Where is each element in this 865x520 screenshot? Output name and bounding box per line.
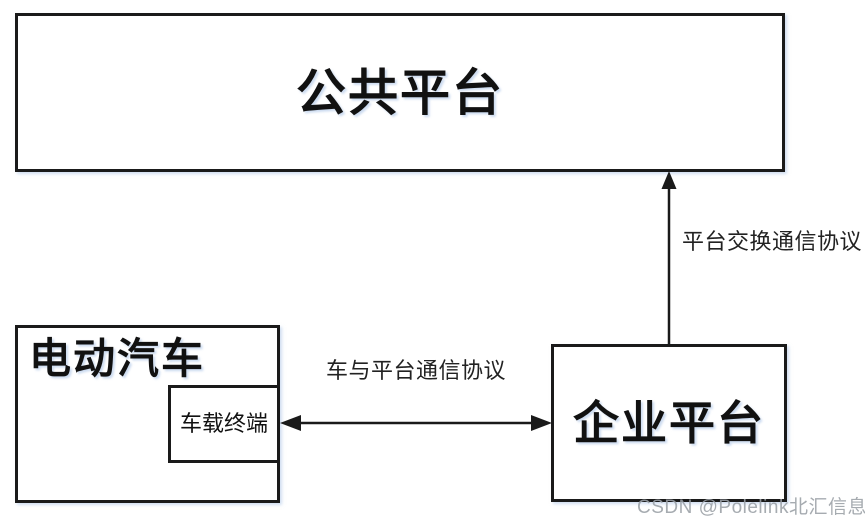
electric-vehicle-label: 电动汽车 <box>29 335 206 382</box>
public-platform-box: 公共平台 <box>15 13 785 172</box>
enterprise-platform-box: 企业平台 <box>551 344 787 502</box>
public-platform-label: 公共平台 <box>296 64 504 121</box>
platform-exchange-arrow-icon <box>661 171 677 344</box>
vehicle-platform-protocol-label: 车与平台通信协议 <box>326 358 507 383</box>
enterprise-platform-label: 企业平台 <box>573 397 765 449</box>
platform-exchange-protocol-label: 平台交换通信协议 <box>682 229 863 254</box>
watermark-text: CSDN @Polelink北汇信息 <box>637 497 865 518</box>
electric-vehicle-box: 电动汽车 车载终端 <box>15 325 280 503</box>
vehicle-terminal-box: 车载终端 <box>168 385 280 463</box>
vehicle-platform-double-arrow-icon <box>280 415 552 431</box>
vehicle-terminal-label: 车载终端 <box>179 411 268 436</box>
